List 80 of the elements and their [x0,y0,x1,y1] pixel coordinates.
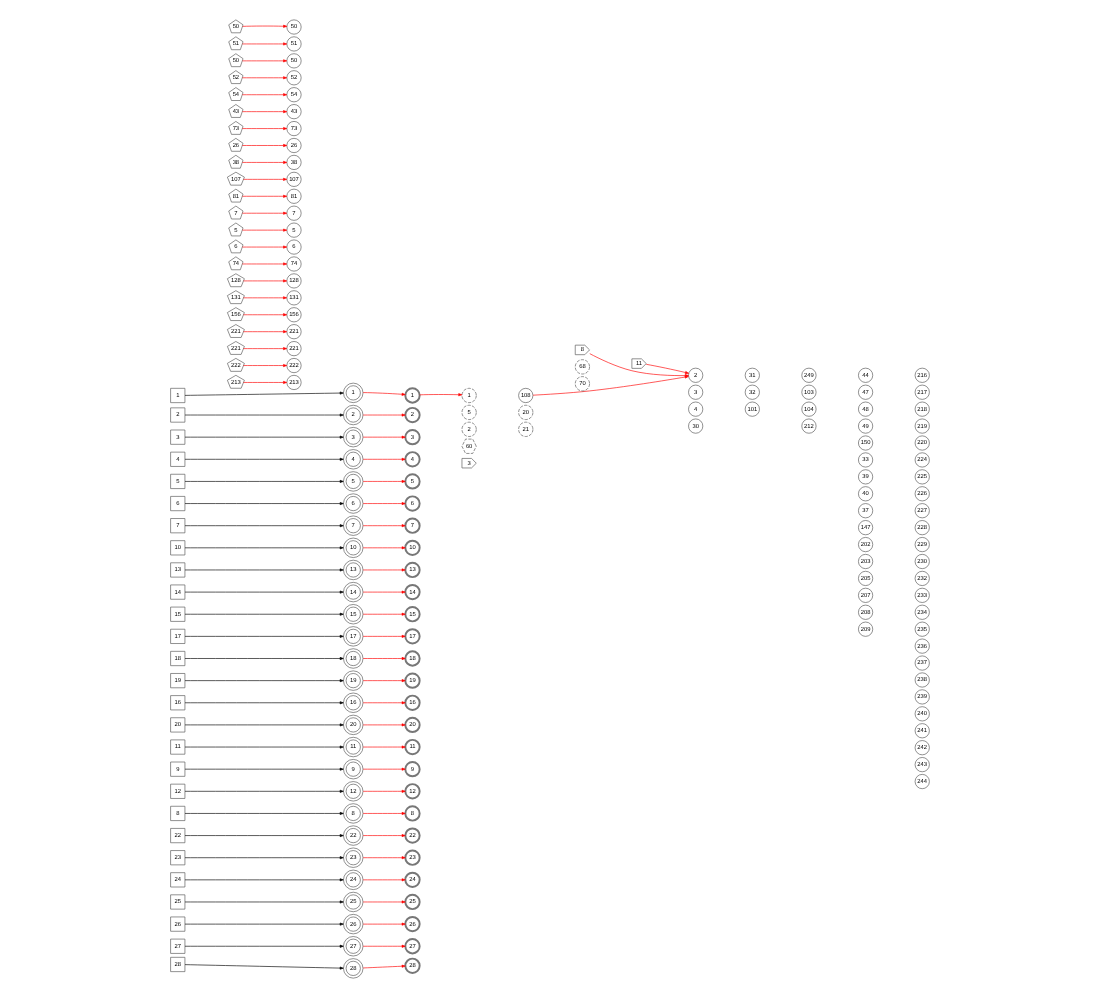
arrow [184,789,344,793]
arrow [362,789,406,793]
arrow [419,393,463,397]
arrow [242,144,288,147]
arrow [184,900,344,904]
arrow [184,878,344,882]
arrow [184,590,344,594]
arrow [184,391,344,396]
arrow [184,435,344,439]
arrow [243,177,287,181]
arrow [362,811,406,815]
arrow [362,964,406,969]
arrow [645,364,689,374]
arrow [184,811,344,815]
arrow [362,878,406,882]
arrow [184,524,344,528]
arrow [362,679,406,683]
arrow [362,435,406,439]
arrow [243,364,287,367]
arrow [362,568,406,572]
arrow [184,745,344,749]
arrow [362,502,406,506]
arrow [362,457,406,461]
arrow [362,723,406,727]
arrow [243,313,287,317]
arrow [243,347,287,351]
arrow [242,228,288,232]
arrow [184,457,344,461]
arrow [362,900,406,904]
arrow [184,723,344,727]
arrow [184,546,344,550]
arrow [362,745,406,749]
arrow [362,701,406,705]
arrow [184,834,344,838]
arrow [184,634,344,638]
arrow [362,524,406,528]
arrow [184,922,344,926]
arrow [242,24,288,28]
arrow [362,944,406,948]
arrow [184,657,344,660]
arrow [242,211,288,215]
arrow [532,375,689,396]
arrow [362,590,406,594]
arrow [362,922,406,926]
arrow [362,479,406,483]
arrow [242,76,288,80]
arrow [243,330,287,334]
arrow [362,634,406,638]
arrow [242,262,288,266]
arrow [242,194,288,198]
arrow [184,964,344,970]
arrow [362,856,406,860]
arrow [184,701,344,705]
arrow [242,127,288,131]
arrow [362,413,406,417]
arrow [184,612,344,616]
arrow [362,546,406,550]
arrow [242,42,288,46]
arrow [589,353,689,378]
arrow [362,767,406,771]
arrow [243,279,287,283]
arrow [184,502,344,506]
arrow [184,479,344,483]
arrow [362,392,406,396]
arrow [243,296,287,300]
arrow [184,413,344,417]
arrow [242,59,288,63]
arrow [242,160,288,164]
arrow [242,110,288,114]
arrow [242,245,288,249]
arrow [362,612,406,616]
arrow [184,767,344,771]
arrow [184,856,344,860]
arrow [362,834,406,838]
arrow [184,944,344,948]
arrow [184,568,344,572]
arrow [362,657,406,660]
arrow [184,679,344,683]
arrow [243,381,287,384]
arrow [242,93,288,97]
